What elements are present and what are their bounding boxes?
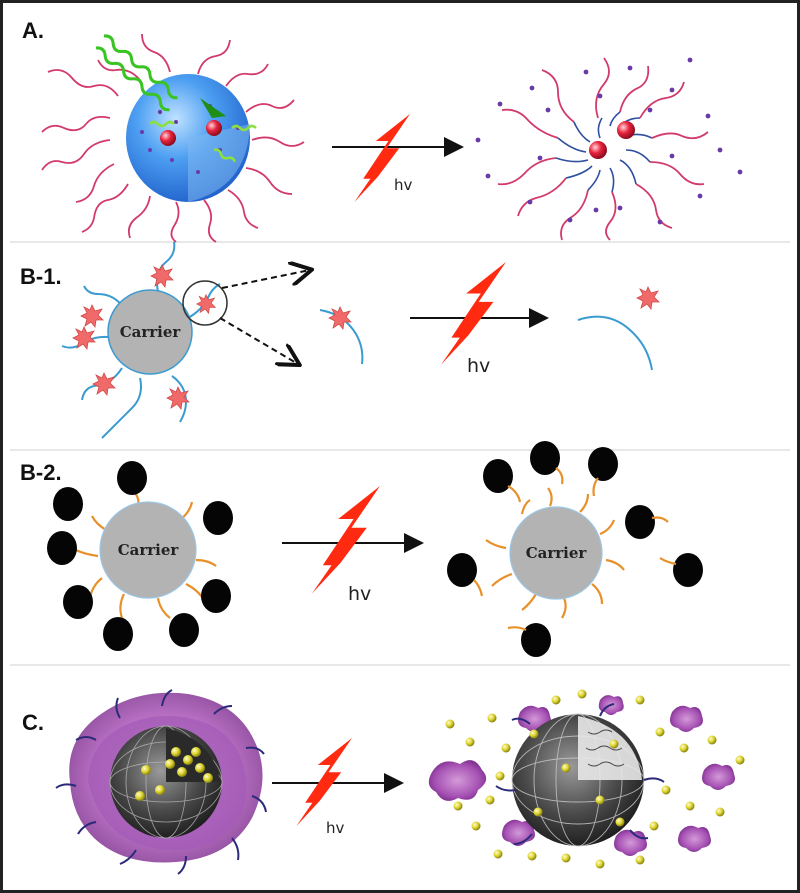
panel-b2-label: B-2. [20,460,62,485]
zoom-arrow-top [221,270,310,289]
hv-label: hv [467,355,490,377]
pink-corona-chains [41,33,305,243]
hv-label: hv [348,583,371,605]
panel-c: C. [22,689,745,875]
light-beam [95,34,257,163]
released-photocages [447,441,703,657]
carrier-sphere [509,506,603,600]
coated-mesoporous-particle [55,689,267,875]
micelle-cutaway [188,124,250,202]
carrier-sphere [107,289,193,375]
carrier-after: Carrier [447,441,703,657]
cutaway-pores [585,729,625,767]
magnifier-circle-icon [182,280,228,326]
carrier-label: Carrier [120,323,182,341]
red-particle [617,121,635,139]
carrier-label: Carrier [118,541,180,559]
panel-b1-label: B-1. [20,264,62,289]
orange-linkers [485,487,625,619]
released-dots [475,57,743,225]
cleaved-products [577,286,660,371]
panel-b2-reaction: hv [282,486,424,605]
released-yellow-cargo [445,689,745,869]
panel-a-reaction: hv [332,114,464,203]
panel-c-label: C. [22,710,44,735]
uncoated-mesoporous-particle [428,689,745,869]
carrier-label: Carrier [526,544,588,562]
panel-b2: B-2. Carrier [20,441,703,657]
red-particle [589,141,607,159]
micelle-before [41,33,305,243]
carrier-before: Carrier [47,461,233,651]
hv-label: hv [394,176,413,194]
red-particle [206,120,222,136]
panel-c-reaction: hv [272,738,404,837]
red-particle [160,130,176,146]
yellow-cargo [135,747,213,801]
navy-chains [55,689,267,875]
hv-label: hv [326,819,345,837]
zoom-arrow-bottom [219,317,298,364]
zoomed-conjugate [319,306,364,365]
panel-b1-reaction: hv [410,262,549,377]
navy-chains [495,703,665,845]
panel-b1: B-1. Carrier [20,241,660,439]
micelle-after [475,57,743,241]
carrier-sphere [99,501,197,599]
released-magenta-clouds [428,695,735,856]
panel-a-label: A. [22,18,44,43]
panel-a: A. [22,18,743,243]
